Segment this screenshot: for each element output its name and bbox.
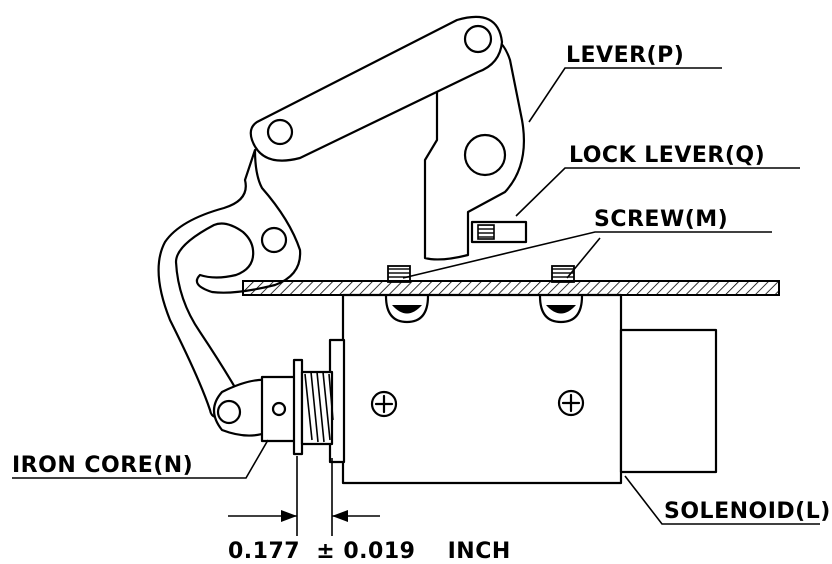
label-lock-lever: LOCK LEVER(Q): [569, 143, 765, 168]
lock-pin: [470, 220, 528, 244]
dimension-tolerance: ± 0.019: [316, 539, 415, 564]
leader-lines: [12, 67, 820, 525]
label-solenoid: SOLENOID(L): [664, 499, 831, 524]
dimension-unit: INCH: [448, 539, 511, 564]
solenoid-body: [328, 293, 718, 485]
dimension-value: 0.177: [228, 539, 300, 564]
dimension-label: 0.177 ± 0.019 INCH: [228, 539, 511, 564]
label-iron-core: IRON CORE(N): [12, 453, 193, 478]
gap-dimension: [228, 456, 380, 536]
spring: [304, 371, 334, 443]
mounting-plate: [242, 280, 780, 296]
iron-core-part: [212, 358, 334, 456]
label-lever: LEVER(P): [566, 43, 684, 68]
label-screw: SCREW(M): [594, 207, 728, 232]
screw-heads: [387, 265, 575, 283]
